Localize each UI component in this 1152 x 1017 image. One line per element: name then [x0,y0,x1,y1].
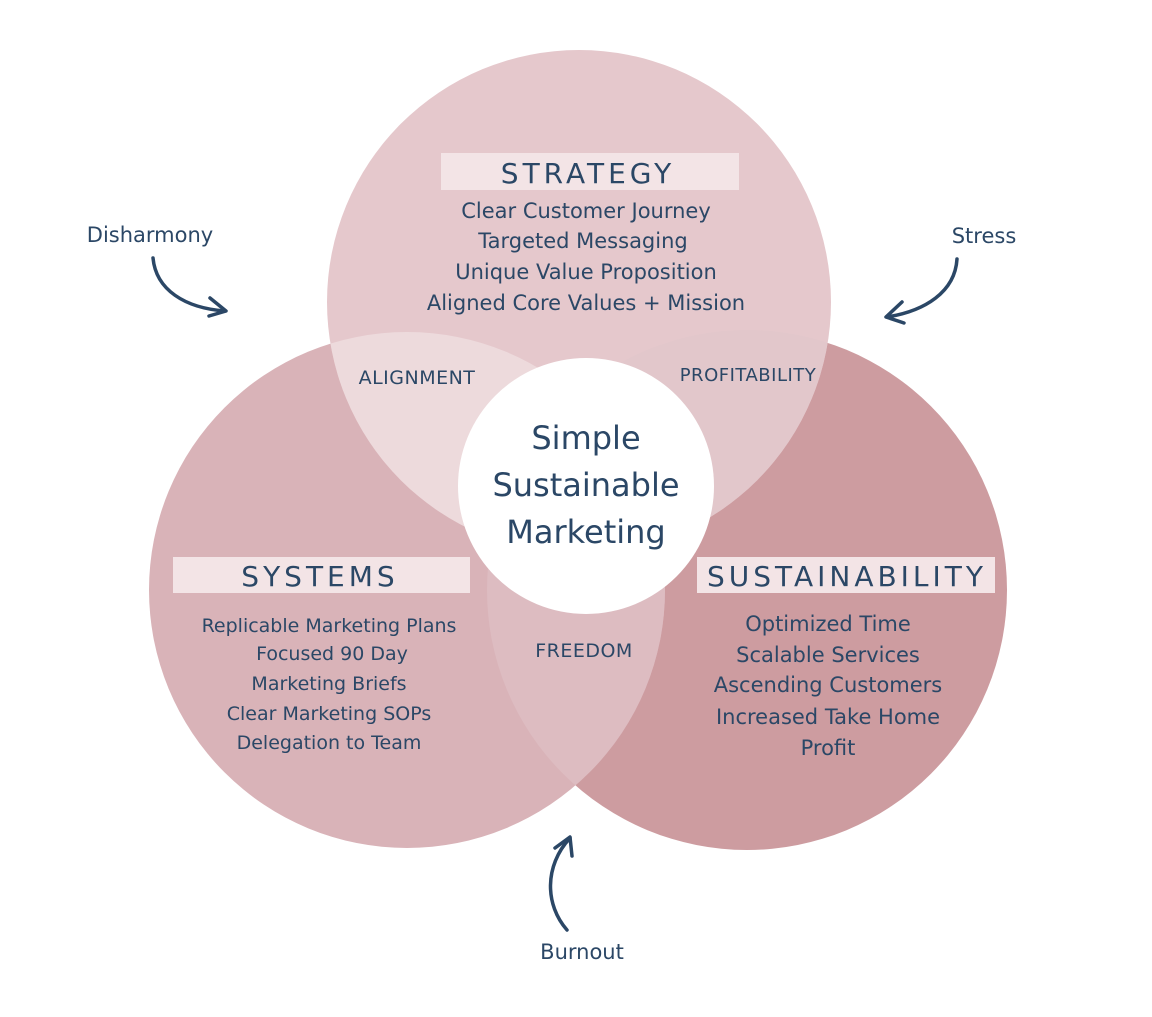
sustainability-title-bg [697,557,995,593]
systems-title-bg [173,557,470,593]
systems-item: Marketing Briefs [251,673,406,695]
burnout-label: Burnout [540,940,624,964]
strategy-title-bg [441,153,739,190]
strategy-item: Unique Value Proposition [455,260,717,284]
strategy-item: Clear Customer Journey [461,199,711,223]
alignment-label: ALIGNMENT [359,367,476,389]
profitability-label: PROFITABILITY [680,365,817,386]
sustainability-item: Optimized Time [745,612,911,636]
center-line: Sustainable [492,466,679,504]
strategy-title: STRATEGY [501,157,675,190]
freedom-label: FREEDOM [535,640,633,662]
sustainability-item: Scalable Services [736,643,920,667]
sustainability-item: Ascending Customers [714,673,943,697]
sustainability-title: SUSTAINABILITY [707,560,987,593]
systems-title: SYSTEMS [241,560,398,593]
center-line: Simple [531,419,640,457]
stress-arrow-icon [884,257,959,325]
disharmony-label: Disharmony [87,223,213,247]
stress-label: Stress [952,224,1017,248]
systems-item: Replicable Marketing Plans [202,615,457,637]
sustainability-item: Profit [801,736,856,760]
center-line: Marketing [506,513,665,551]
disharmony-arrow-icon [151,256,228,318]
burnout-arrow-icon [548,835,574,932]
center-circle [458,358,714,614]
systems-item: Delegation to Team [237,732,422,754]
systems-item: Focused 90 Day [256,643,408,665]
sustainability-item: Increased Take Home [716,705,940,729]
strategy-item: Aligned Core Values + Mission [427,291,745,315]
strategy-item: Targeted Messaging [477,229,688,253]
systems-item: Clear Marketing SOPs [227,703,432,725]
